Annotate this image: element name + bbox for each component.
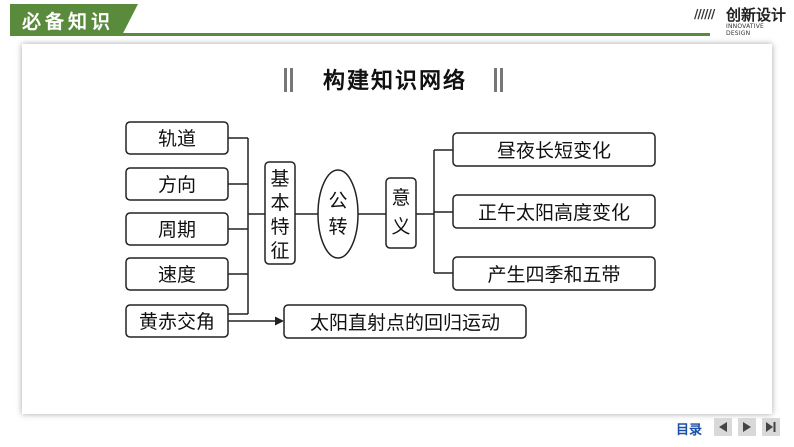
left-item-label: 轨道 bbox=[158, 128, 196, 150]
meaning-char: 意 bbox=[391, 187, 410, 209]
right-bracket bbox=[416, 149, 453, 274]
revolution-char: 转 bbox=[328, 216, 347, 238]
knowledge-network-diagram: 构建知识网络 轨道 方向 周期 速度 黄赤交角 基 bbox=[125, 68, 656, 339]
table-of-contents-link[interactable]: 目录 bbox=[676, 423, 703, 438]
next-page-button[interactable] bbox=[738, 418, 756, 436]
brand-slashes: ////// bbox=[694, 7, 715, 21]
brand-logo: ////// 创新设计 INNOVATIVE DESIGN bbox=[694, 5, 790, 37]
right-item-label: 正午太阳高度变化 bbox=[478, 202, 630, 224]
basic-features-char: 特 bbox=[270, 216, 289, 238]
brand-subtitle: INNOVATIVE DESIGN bbox=[726, 23, 765, 37]
diagram-title: 构建知识网络 bbox=[323, 68, 467, 94]
result-box bbox=[283, 304, 527, 339]
prev-page-button[interactable] bbox=[714, 418, 732, 436]
meaning-box bbox=[385, 177, 417, 249]
right-item-label: 产生四季和五带 bbox=[487, 264, 620, 286]
end-arrow-icon bbox=[766, 422, 776, 432]
right-box-seasons-zones bbox=[452, 256, 656, 291]
result-label: 太阳直射点的回归运动 bbox=[310, 312, 500, 334]
header-divider bbox=[10, 33, 710, 36]
next-arrow-icon bbox=[743, 422, 751, 432]
revolution-char: 公 bbox=[328, 190, 347, 212]
basic-features-box bbox=[264, 161, 296, 265]
title-decoration-left bbox=[284, 68, 293, 92]
brand-name: 创新设计 bbox=[726, 6, 787, 24]
title-decoration-right bbox=[494, 68, 503, 92]
meaning-char: 义 bbox=[391, 216, 410, 238]
left-item-label: 方向 bbox=[158, 174, 196, 196]
left-bracket bbox=[228, 137, 265, 315]
revolution-ellipse bbox=[317, 169, 359, 259]
header-bar: 必备知识 ////// 创新设计 INNOVATIVE DESIGN bbox=[0, 0, 794, 44]
left-item-label: 周期 bbox=[158, 219, 196, 241]
basic-features-char: 征 bbox=[270, 240, 289, 262]
prev-arrow-icon bbox=[719, 422, 727, 432]
header-tab bbox=[10, 4, 138, 34]
left-item-label: 黄赤交角 bbox=[139, 311, 215, 333]
basic-features-char: 基 bbox=[270, 168, 289, 190]
last-page-button[interactable] bbox=[762, 418, 780, 436]
right-item-label: 昼夜长短变化 bbox=[497, 140, 611, 162]
section-title: 必备知识 bbox=[22, 11, 115, 33]
content-frame: 构建知识网络 轨道 方向 周期 速度 黄赤交角 基 bbox=[22, 44, 772, 414]
basic-features-char: 本 bbox=[270, 192, 289, 214]
left-item-label: 速度 bbox=[158, 264, 196, 286]
arrow-obliquity-result bbox=[228, 316, 284, 326]
right-box-noon-sun-height bbox=[452, 194, 656, 229]
right-box-daylength bbox=[452, 132, 656, 167]
